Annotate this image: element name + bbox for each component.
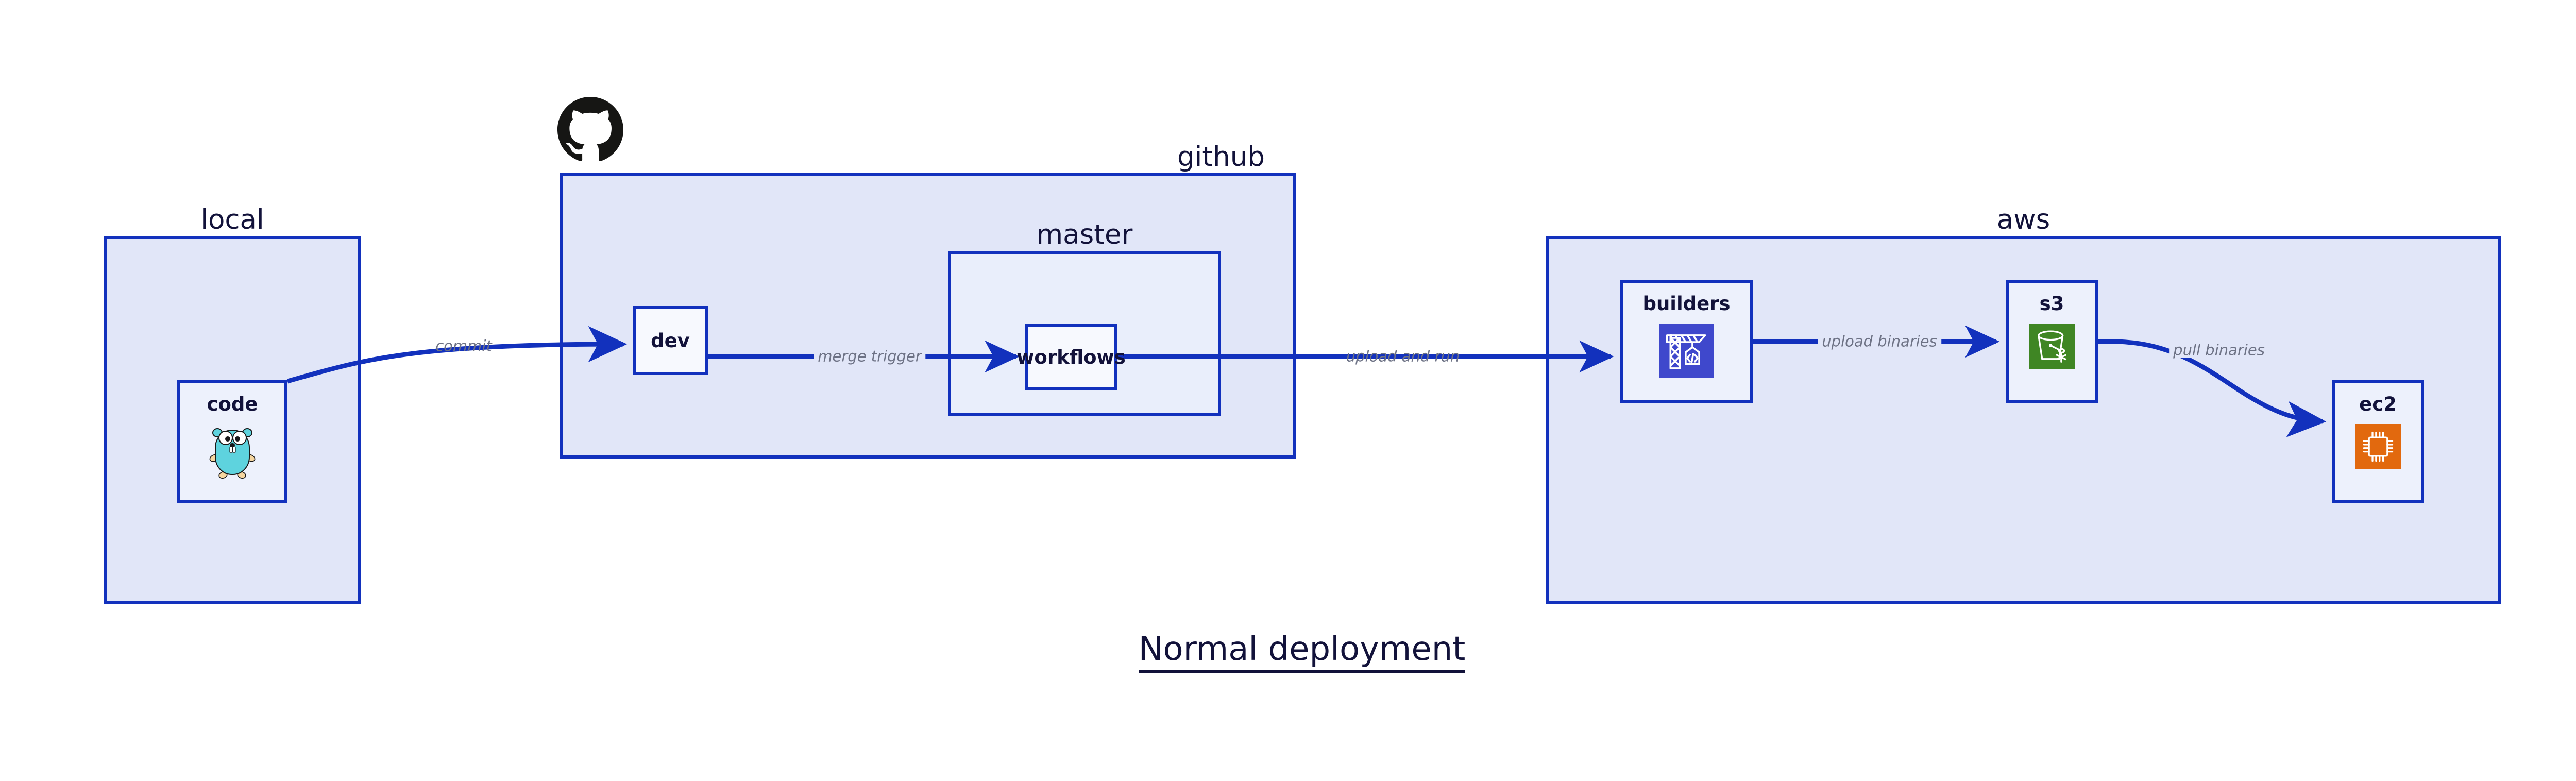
node-s3[interactable]: s3 (2006, 280, 2098, 403)
node-dev[interactable]: dev (633, 306, 708, 375)
ec2-chip-icon (2355, 424, 2401, 471)
go-gopher-icon (209, 424, 256, 482)
node-label-ec2: ec2 (2359, 393, 2397, 415)
node-label-code: code (207, 393, 258, 415)
node-builders[interactable]: builders (1620, 280, 1753, 403)
group-label-master: master (1036, 219, 1133, 250)
group-label-github: github (1177, 141, 1265, 173)
github-logo-icon (557, 97, 623, 163)
crane-code-icon (1659, 324, 1714, 380)
edge-label-upload-binaries: upload binaries (1818, 334, 1941, 349)
edge-label-merge-trigger: merge trigger (814, 349, 926, 364)
edge-label-pull-binaries: pull binaries (2169, 343, 2269, 358)
diagram-title-text: Normal deployment (1138, 630, 1466, 673)
group-label-aws: aws (1996, 204, 2050, 235)
edge-label-upload-and-run: upload and run (1346, 347, 1460, 365)
node-label-dev: dev (651, 329, 690, 352)
s3-bucket-icon (2029, 324, 2075, 371)
node-code[interactable]: code (177, 380, 287, 503)
node-workflows[interactable]: workflows (1016, 324, 1126, 390)
group-label-local: local (200, 204, 264, 235)
node-label-workflows: workflows (1016, 346, 1126, 368)
diagram-title: Normal deployment (0, 630, 2576, 673)
node-ec2[interactable]: ec2 (2332, 380, 2424, 503)
node-label-builders: builders (1642, 293, 1731, 315)
edge-label-commit: commit (435, 337, 492, 355)
node-label-s3: s3 (2039, 293, 2064, 315)
